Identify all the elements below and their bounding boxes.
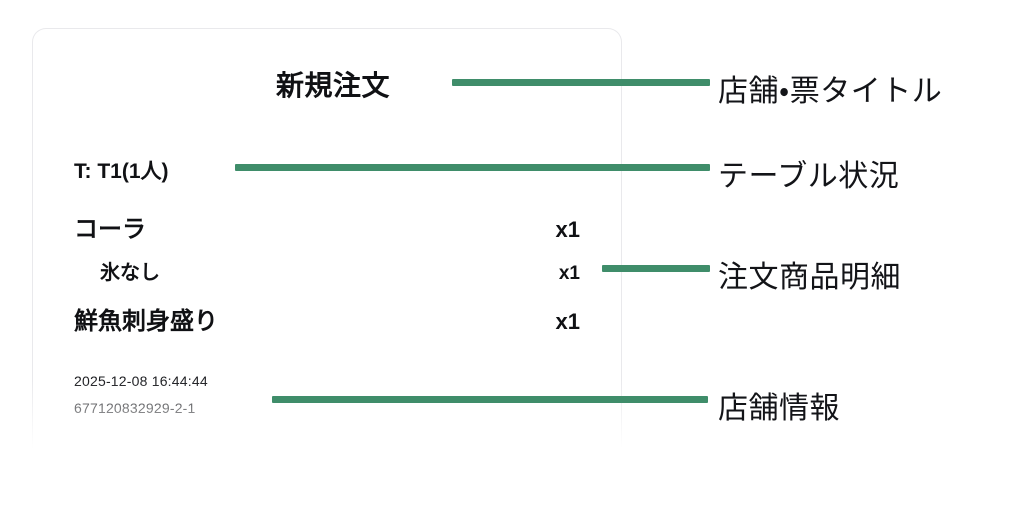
- annotation-label-items: 注文商品明細: [718, 261, 901, 294]
- item-qty: x1: [555, 309, 580, 334]
- annotation-label-store-info: 店舗情報: [718, 392, 840, 425]
- leader-line-items: [602, 265, 710, 272]
- receipt-item-row: コーラ x1: [74, 209, 580, 244]
- item-option-qty: x1: [558, 263, 580, 284]
- leader-line-store-info: [272, 396, 708, 403]
- receipt-timestamp: 2025-12-08 16:44:44: [74, 373, 208, 389]
- item-option-name: 氷なし: [100, 262, 160, 284]
- item-qty: x1: [555, 217, 580, 242]
- receipt-title: 新規注文: [275, 70, 390, 101]
- annotation-label-table-status: テーブル状況: [718, 160, 900, 193]
- receipt-order-number: 677120832929-2-1: [74, 400, 196, 416]
- receipt-item-option-row: 氷なし x1: [74, 256, 580, 285]
- leader-line-title: [452, 79, 710, 86]
- leader-line-table-status: [235, 164, 710, 171]
- annotation-label-title: 店舗・票タイトル: [718, 75, 943, 108]
- receipt-item-row: 鮮魚刺身盛り x1: [74, 301, 580, 336]
- item-name: 鮮魚刺身盛り: [74, 308, 218, 335]
- receipt-table-status: T: T1(1人): [74, 160, 169, 183]
- item-name: コーラ: [74, 216, 146, 243]
